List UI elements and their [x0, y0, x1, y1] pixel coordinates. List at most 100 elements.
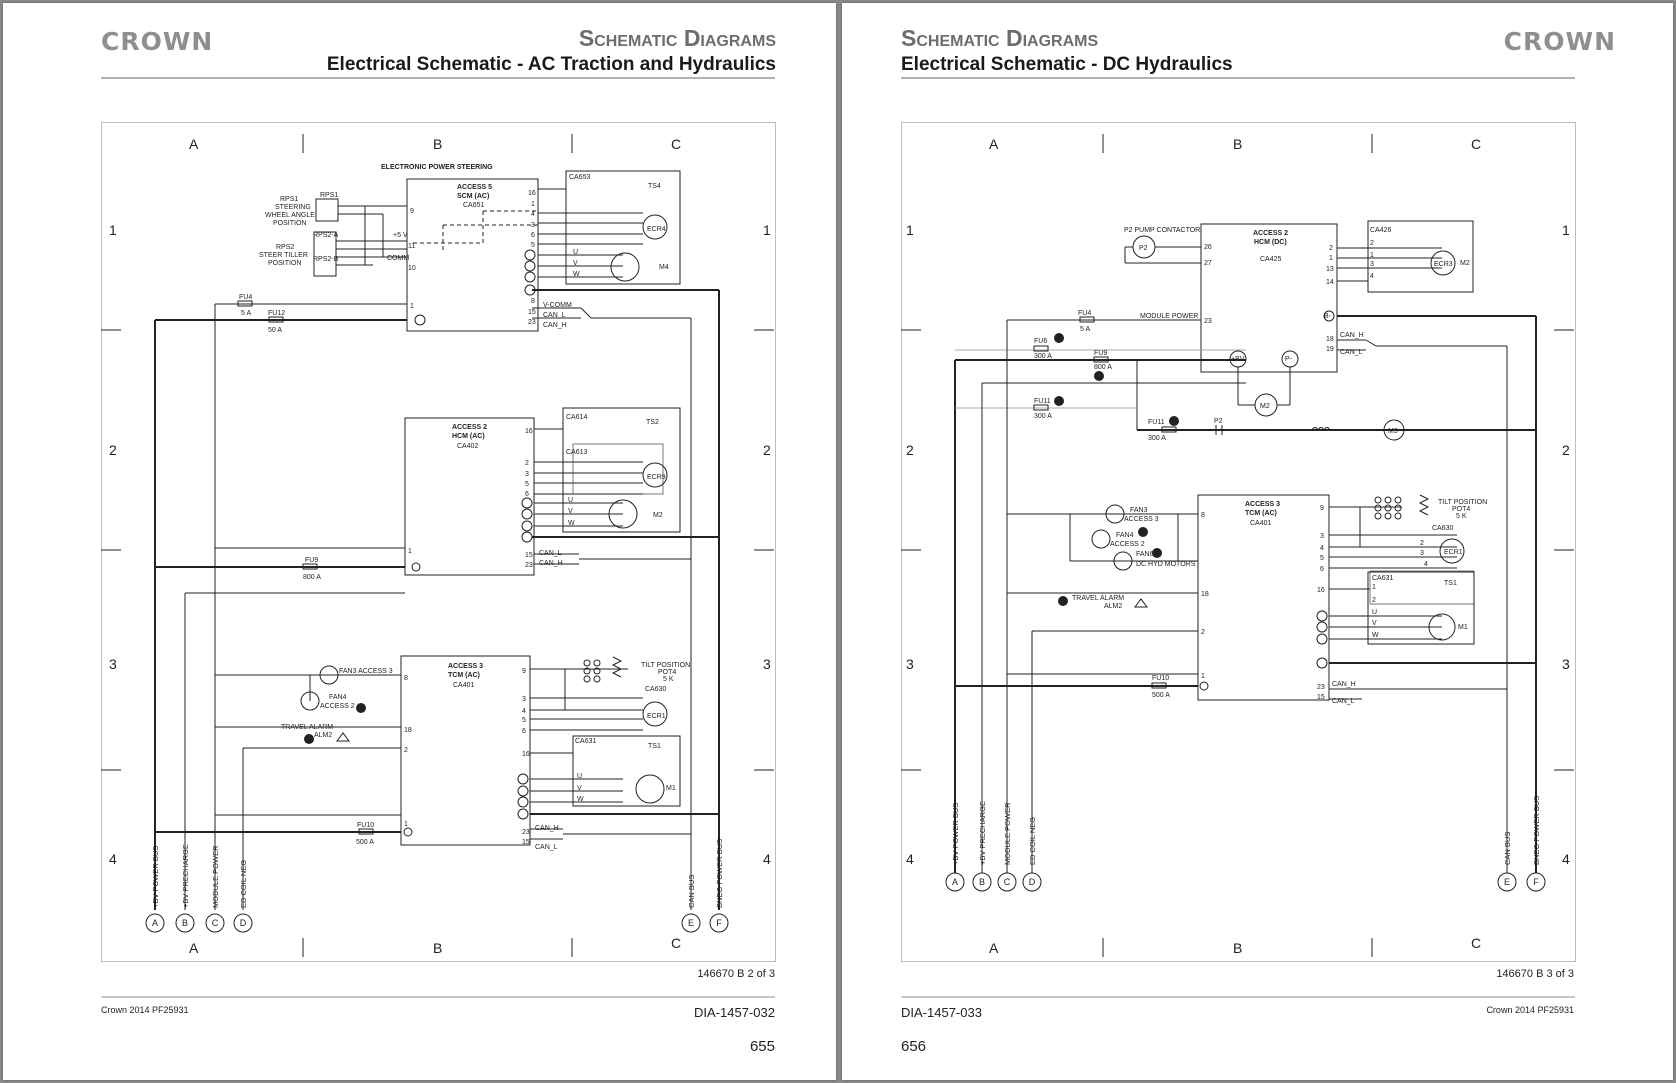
rps2-desc-2: POSITION: [268, 260, 301, 267]
schematic-frame: [101, 122, 776, 962]
grid-row-4-left: 4: [109, 851, 117, 867]
grid-row-3-left: 3: [906, 656, 914, 672]
fuse-fu10-rating: 500 A: [356, 839, 374, 846]
grid-row-4-right: 4: [1562, 851, 1570, 867]
encoder-ecr4: ECR4: [647, 226, 666, 233]
pin: 1: [1329, 255, 1333, 262]
bus-letter-d: D: [1029, 877, 1036, 887]
bus-label-f: BNEG POWER BUS: [715, 839, 724, 908]
grid-row-4-left: 4: [906, 851, 914, 867]
page-number: 656: [901, 1038, 927, 1055]
pin: 10: [408, 265, 416, 272]
revision: 146670 B 3 of 3: [1496, 968, 1574, 980]
motor-m1: M1: [666, 785, 676, 792]
sensor-ts4: TS4: [648, 183, 661, 190]
fuse-fu10-name: FU10: [1152, 675, 1169, 682]
can-l-2: CAN_L: [1332, 698, 1355, 705]
access3-type: TCM (AC): [448, 672, 480, 679]
bus-label-b: +BV PRECHARGE: [181, 844, 190, 908]
pin: 2: [1372, 597, 1376, 604]
motor-m4: M4: [659, 264, 669, 271]
pin: 3: [525, 471, 529, 478]
can-h-1: CAN_H: [1340, 332, 1364, 339]
pin: 16: [522, 751, 530, 758]
access3-ref: CA401: [453, 682, 475, 689]
phase-v: V: [1372, 620, 1377, 627]
bus-label-a: +BV POWER BUS: [951, 803, 960, 865]
pin: 5: [531, 242, 535, 249]
can-l-2: CAN_L: [539, 550, 562, 557]
term-bv: +BV: [1231, 356, 1245, 363]
can-l-1: CAN_L: [543, 312, 566, 319]
schematic-left: A B C A B C 1 2 3 4 1 2 3 4 ELECTRONIC P…: [101, 134, 774, 957]
fuse-fu9-name: FU9: [1094, 350, 1107, 357]
pin: 9: [522, 668, 526, 675]
pin: 26: [1204, 244, 1212, 251]
fan3-label: FAN3 ACCESS 3: [339, 668, 393, 675]
callout-7: 7: [358, 706, 362, 713]
crown-logo: CROWN: [101, 27, 214, 56]
pin: 4: [522, 708, 526, 715]
pin: 6: [522, 728, 526, 735]
bus-label-e: CAN BUS: [1503, 832, 1512, 865]
fuse-fu6-rating: 300 A: [1034, 353, 1052, 360]
grid-col-c-bottom: C: [671, 935, 681, 951]
pin: 15: [528, 309, 536, 316]
term-b-minus: B-: [1324, 313, 1332, 320]
grid-row-3-left: 3: [109, 656, 117, 672]
fan6-label: FAN6: [1136, 551, 1154, 558]
can-h-3: CAN_H: [535, 825, 559, 832]
fuse-fu9-rating: 800 A: [1094, 364, 1112, 371]
pin: 8: [404, 675, 408, 682]
sensor-ts1: TS1: [648, 743, 661, 750]
header-title: Schematic Diagrams: [578, 25, 776, 51]
bus-label-c: MODULE POWER: [211, 845, 220, 908]
conn-ca631: CA631: [1372, 575, 1394, 582]
can-h-2: CAN_H: [1332, 681, 1356, 688]
grid-row-1-right: 1: [763, 222, 771, 238]
bus-letter-d: D: [240, 918, 247, 928]
grid-row-1-left: 1: [906, 222, 914, 238]
crown-logo: CROWN: [1503, 27, 1616, 56]
phase-w-2: W: [568, 520, 575, 527]
motor-m2-b: M2: [1260, 403, 1270, 410]
pin: 18: [1326, 336, 1334, 343]
bus-letter-e: E: [1504, 877, 1510, 887]
conn-ca614: CA614: [566, 414, 588, 421]
pin: 2: [1420, 540, 1424, 547]
access2-type: HCM (AC): [452, 433, 485, 440]
phase-u-1: U: [573, 249, 578, 256]
bus-label-c: MODULE POWER: [1003, 802, 1012, 865]
tilt-label: TILT POSITION: [1438, 499, 1487, 506]
grid-row-2-right: 2: [763, 442, 771, 458]
fuse-fu4-rating: 5 A: [1080, 326, 1090, 333]
rps2b-label: RPS2-B: [313, 256, 339, 263]
encoder-ecr3: ECR3: [1434, 261, 1453, 268]
grid-row-3-right: 3: [763, 656, 771, 672]
grid-col-c-top: C: [671, 136, 681, 152]
page-number: 655: [749, 1038, 775, 1055]
pin: 16: [525, 428, 533, 435]
pin: 8: [531, 298, 535, 305]
fuse-fu12-name: FU12: [268, 310, 285, 317]
bus-label-b: +BV PRECHARGE: [978, 801, 987, 865]
p2-contactor: P2 PUMP CONTACTOR: [1124, 227, 1200, 234]
access3-name: ACCESS 3: [1245, 501, 1280, 508]
fan4-label: FAN4: [329, 694, 347, 701]
pin: 2: [1201, 629, 1205, 636]
fuse-fu9-rating: 800 A: [303, 574, 321, 581]
rps1-desc-4: POSITION: [273, 220, 306, 227]
can-h-1: CAN_H: [543, 322, 567, 329]
footer-rule: [101, 996, 775, 998]
bus-letter-b: B: [979, 877, 985, 887]
phase-u: U: [1372, 609, 1377, 616]
header-subtitle: Electrical Schematic - DC Hydraulics: [901, 54, 1233, 75]
p2-label: P2: [1139, 245, 1148, 252]
pin: 3: [1320, 533, 1324, 540]
footer-copyright: Crown 2014 PF25931: [101, 1005, 189, 1015]
conn-ca613: CA613: [566, 449, 588, 456]
header-title: Schematic Diagrams: [901, 25, 1099, 51]
pin: 11: [408, 243, 415, 250]
rps2a-label: RPS2-A: [313, 232, 339, 239]
sensor-ts2: TS2: [646, 419, 659, 426]
